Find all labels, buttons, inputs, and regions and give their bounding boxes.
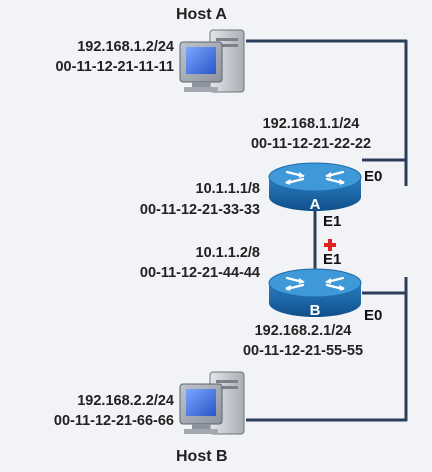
host-b-computer-icon <box>179 371 245 435</box>
host-b-mac: 00-11-12-21-66-66 <box>53 413 174 429</box>
router-b-icon <box>268 268 362 317</box>
router-b-e1-label: E1 <box>323 251 342 268</box>
router-a-e1-label: E1 <box>323 213 342 230</box>
router-b-e1-mac: 00-11-12-21-44-44 <box>139 265 260 281</box>
router-a-e0-label: E0 <box>364 168 383 185</box>
router-a-e0-mac: 00-11-12-21-22-22 <box>250 136 372 152</box>
router-a-name: A <box>310 196 321 213</box>
router-a-e0-ip: 192.168.1.1/24 <box>262 116 360 132</box>
host-a-title: Host A <box>176 6 227 23</box>
router-b-e0-label: E0 <box>364 307 383 324</box>
host-a-mac: 00-11-12-21-11-11 <box>55 59 174 75</box>
router-a-icon <box>268 162 362 211</box>
router-b-e0-ip: 192.168.2.1/24 <box>254 323 352 339</box>
router-b-name: B <box>310 302 321 319</box>
host-b-ip: 192.168.2.2/24 <box>77 393 174 409</box>
host-a-computer-icon <box>179 29 245 93</box>
router-b-e0-mac: 00-11-12-21-55-55 <box>242 343 364 359</box>
router-b-e1-ip: 10.1.1.2/8 <box>195 245 261 261</box>
links <box>246 39 408 422</box>
host-b-title: Host B <box>176 448 228 465</box>
router-a-e1-mac: 00-11-12-21-33-33 <box>139 202 260 218</box>
router-a-e1-ip: 10.1.1.1/8 <box>195 181 261 197</box>
host-a-ip: 192.168.1.2/24 <box>77 39 174 55</box>
link-marker-icon <box>324 239 336 251</box>
